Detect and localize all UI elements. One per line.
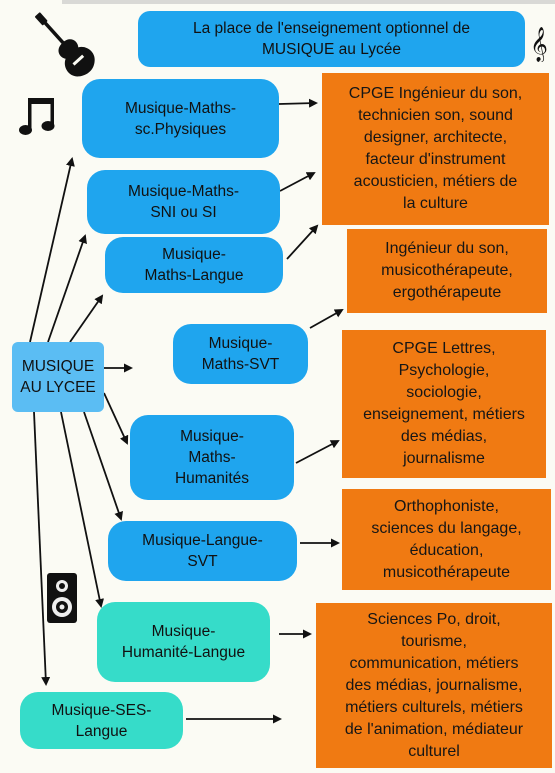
arrow-center-to-ses-langue — [33, 411, 51, 686]
arrow-maths-humanites-to-career — [295, 440, 340, 464]
career-box-4: Orthophoniste, sciences du langage, éduc… — [342, 489, 551, 590]
option-maths-langue: Musique- Maths-Langue — [105, 237, 283, 293]
career-box-2: Ingénieur du son, musicothérapeute, ergo… — [347, 229, 547, 313]
arrow-center-to-maths-humanites — [103, 392, 129, 445]
guitar-icon — [34, 12, 95, 77]
option-langue-svt: Musique-Langue- SVT — [108, 521, 297, 581]
arrow-center-to-humanite-langue — [60, 411, 104, 608]
career-box-1: CPGE Ingénieur du son, technicien son, s… — [322, 73, 549, 225]
arrow-center-to-maths-langue — [69, 294, 104, 343]
arrow-maths-sni-to-career — [279, 172, 316, 192]
option-maths-svt: Musique- Maths-SVT — [173, 324, 308, 384]
speaker-icon — [47, 573, 77, 623]
musique-au-lycee-box: MUSIQUE AU LYCEE — [12, 342, 104, 412]
career-box-5: Sciences Po, droit, tourisme, communicat… — [316, 603, 552, 768]
diagram-title: La place de l'enseignement optionnel de … — [138, 11, 525, 67]
career-box-3: CPGE Lettres, Psychologie, sociologie, e… — [342, 330, 546, 478]
arrow-maths-langue-to-career — [286, 224, 319, 260]
option-ses-langue: Musique-SES- Langue — [20, 692, 183, 749]
option-maths-physiques: Musique-Maths- sc.Physiques — [82, 79, 279, 158]
option-maths-humanites: Musique- Maths- Humanités — [130, 415, 294, 500]
svg-text:𝄞: 𝄞 — [530, 27, 548, 62]
music-notes-icon — [19, 98, 55, 135]
arrow-center-to-langue-svt — [83, 411, 123, 521]
treble-clef-icon: 𝄞 — [530, 27, 548, 62]
option-humanite-langue: Musique- Humanité-Langue — [97, 602, 270, 682]
option-maths-sni-si: Musique-Maths- SNI ou SI — [87, 170, 280, 234]
arrow-center-to-maths-sni — [47, 234, 87, 343]
arrow-maths-svt-to-career — [309, 309, 344, 329]
arrow-maths-physiques-to-career — [278, 98, 318, 108]
arrow-center-to-maths-physiques — [29, 157, 75, 343]
top-frame-edge — [62, 0, 555, 4]
